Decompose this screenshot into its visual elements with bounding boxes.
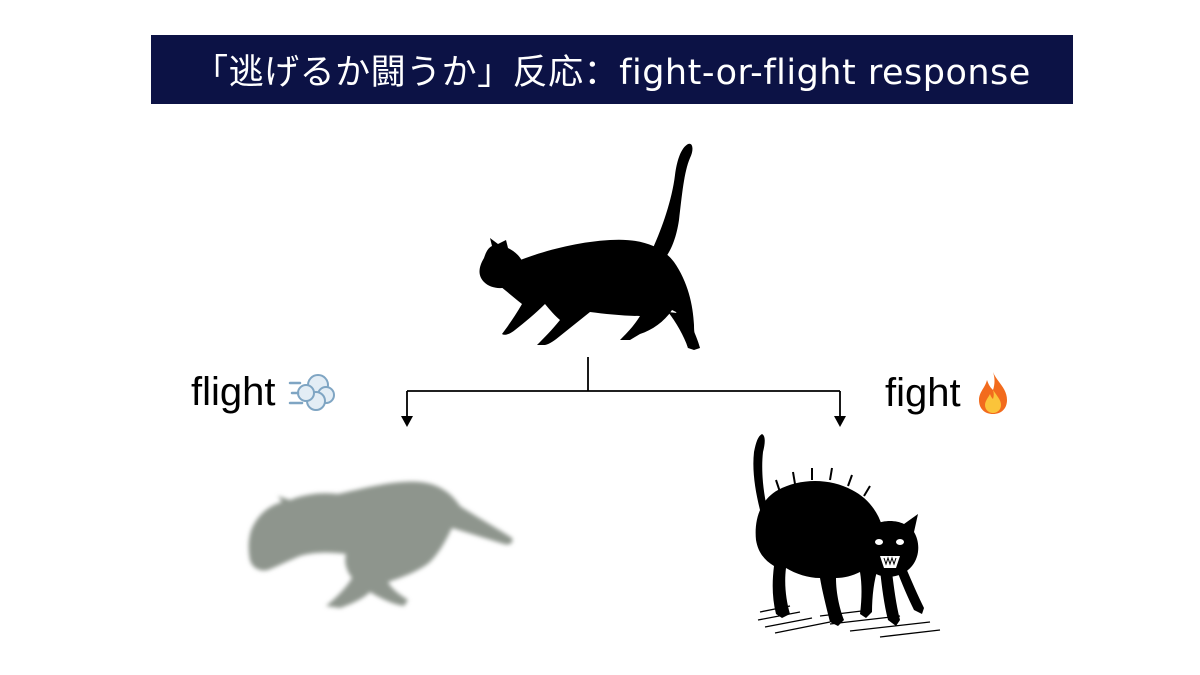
arrow-down-right-icon	[834, 416, 846, 427]
dash-wind-icon	[288, 373, 335, 411]
page-title-text: 「逃げるか闘うか」反応：fight-or-flight response	[193, 53, 1031, 93]
flight-label: flight	[191, 370, 336, 415]
walking-cat-image	[479, 143, 700, 350]
flight-label-text: flight	[191, 370, 276, 414]
cat-face	[875, 539, 904, 568]
arrow-down-left-icon	[401, 416, 413, 427]
page-title: 「逃げるか闘うか」反応：fight-or-flight response	[151, 35, 1073, 104]
fight-label-text: fight	[885, 370, 961, 415]
cat-fur	[775, 467, 871, 497]
fleeing-cat-image	[248, 481, 513, 608]
hissing-cat-image	[753, 434, 941, 638]
arrowheads	[401, 416, 846, 427]
branch-connector	[406, 357, 841, 418]
fire-icon	[978, 372, 1007, 414]
fight-label: fight	[885, 370, 1013, 416]
cat-shadow	[757, 605, 941, 638]
